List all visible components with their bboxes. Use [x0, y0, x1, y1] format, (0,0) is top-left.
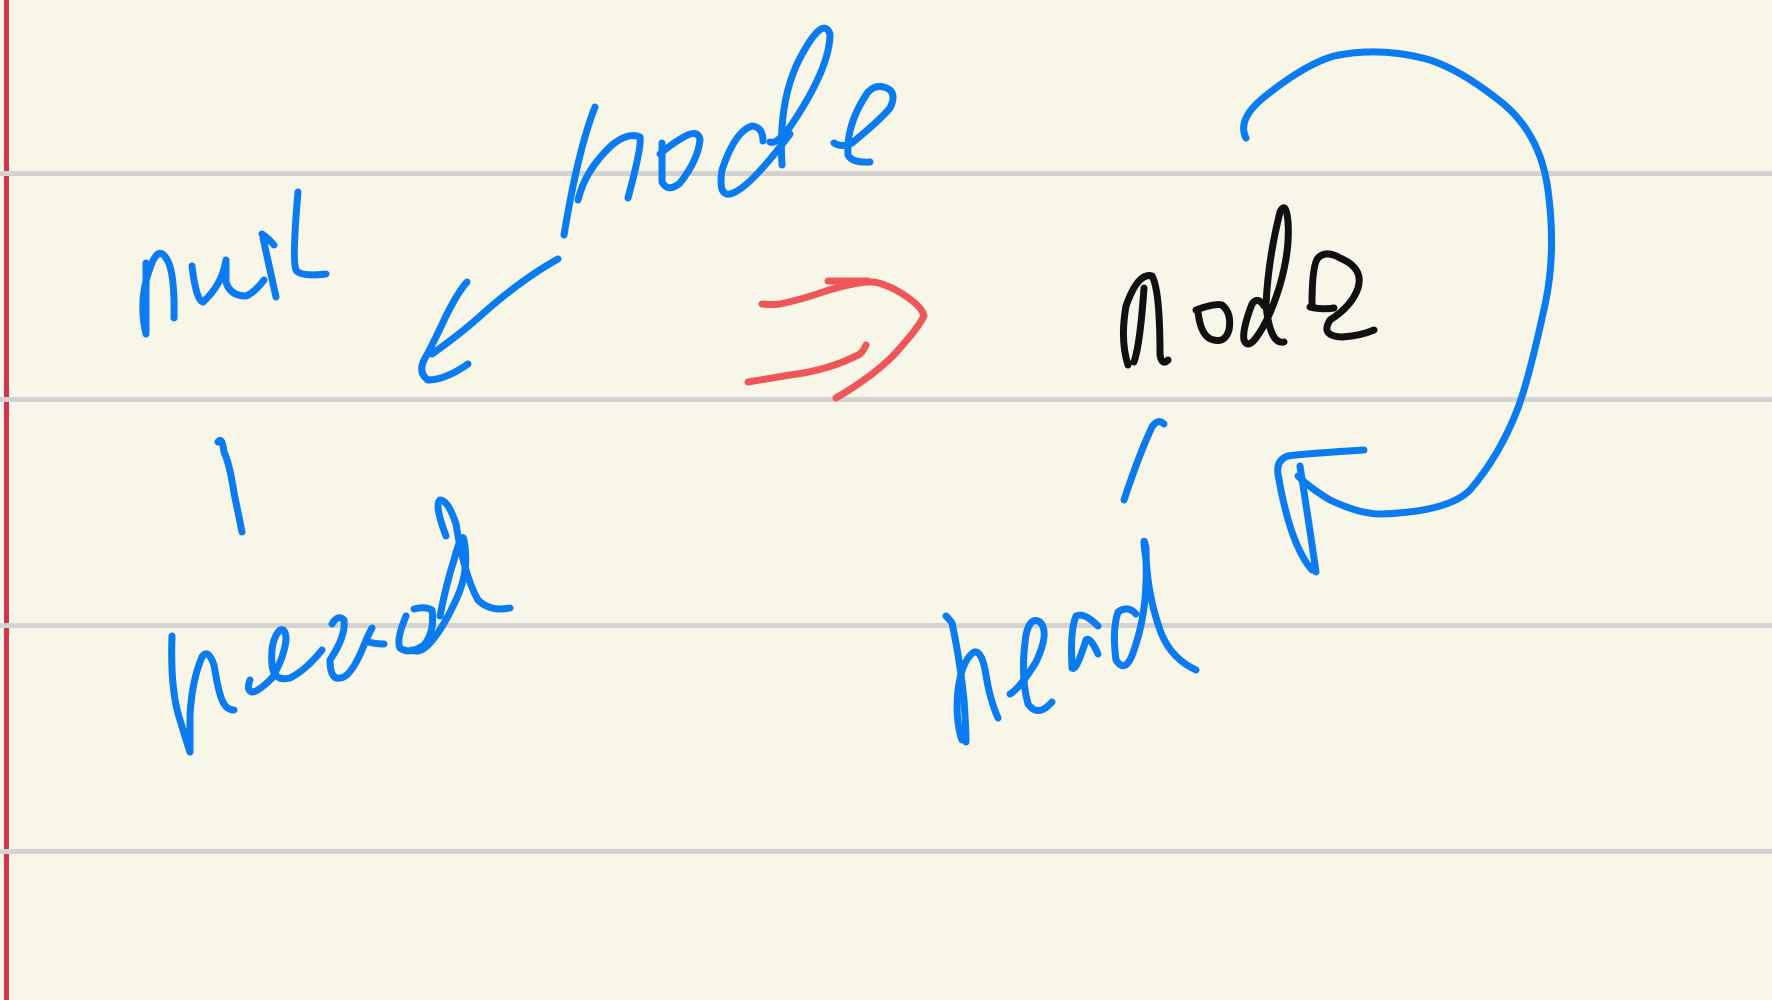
handwritten-null	[139, 188, 330, 338]
handwritten-arrow-left	[418, 255, 562, 384]
handwritten-loop-arrow	[1240, 48, 1556, 576]
handwritten-arrow-red	[744, 277, 928, 402]
handwritten-dash-right	[1120, 418, 1168, 504]
handwritten-dash-left	[214, 436, 246, 536]
word-never: never	[180, 660, 183, 661]
word-node-blue: node	[580, 120, 583, 121]
ruled-line	[0, 849, 1772, 854]
word-node-black: node	[1130, 300, 1133, 301]
margin-line	[4, 0, 9, 1000]
word-null: null	[140, 250, 142, 251]
word-head: head	[950, 660, 953, 661]
ruled-line	[0, 623, 1772, 628]
handwritten-head	[942, 537, 1200, 746]
handwritten-node-black	[1119, 204, 1378, 369]
handwritten-never	[168, 496, 514, 756]
handwritten-node-blue	[560, 24, 897, 239]
ruled-line	[0, 397, 1772, 402]
ruled-line	[0, 171, 1772, 176]
